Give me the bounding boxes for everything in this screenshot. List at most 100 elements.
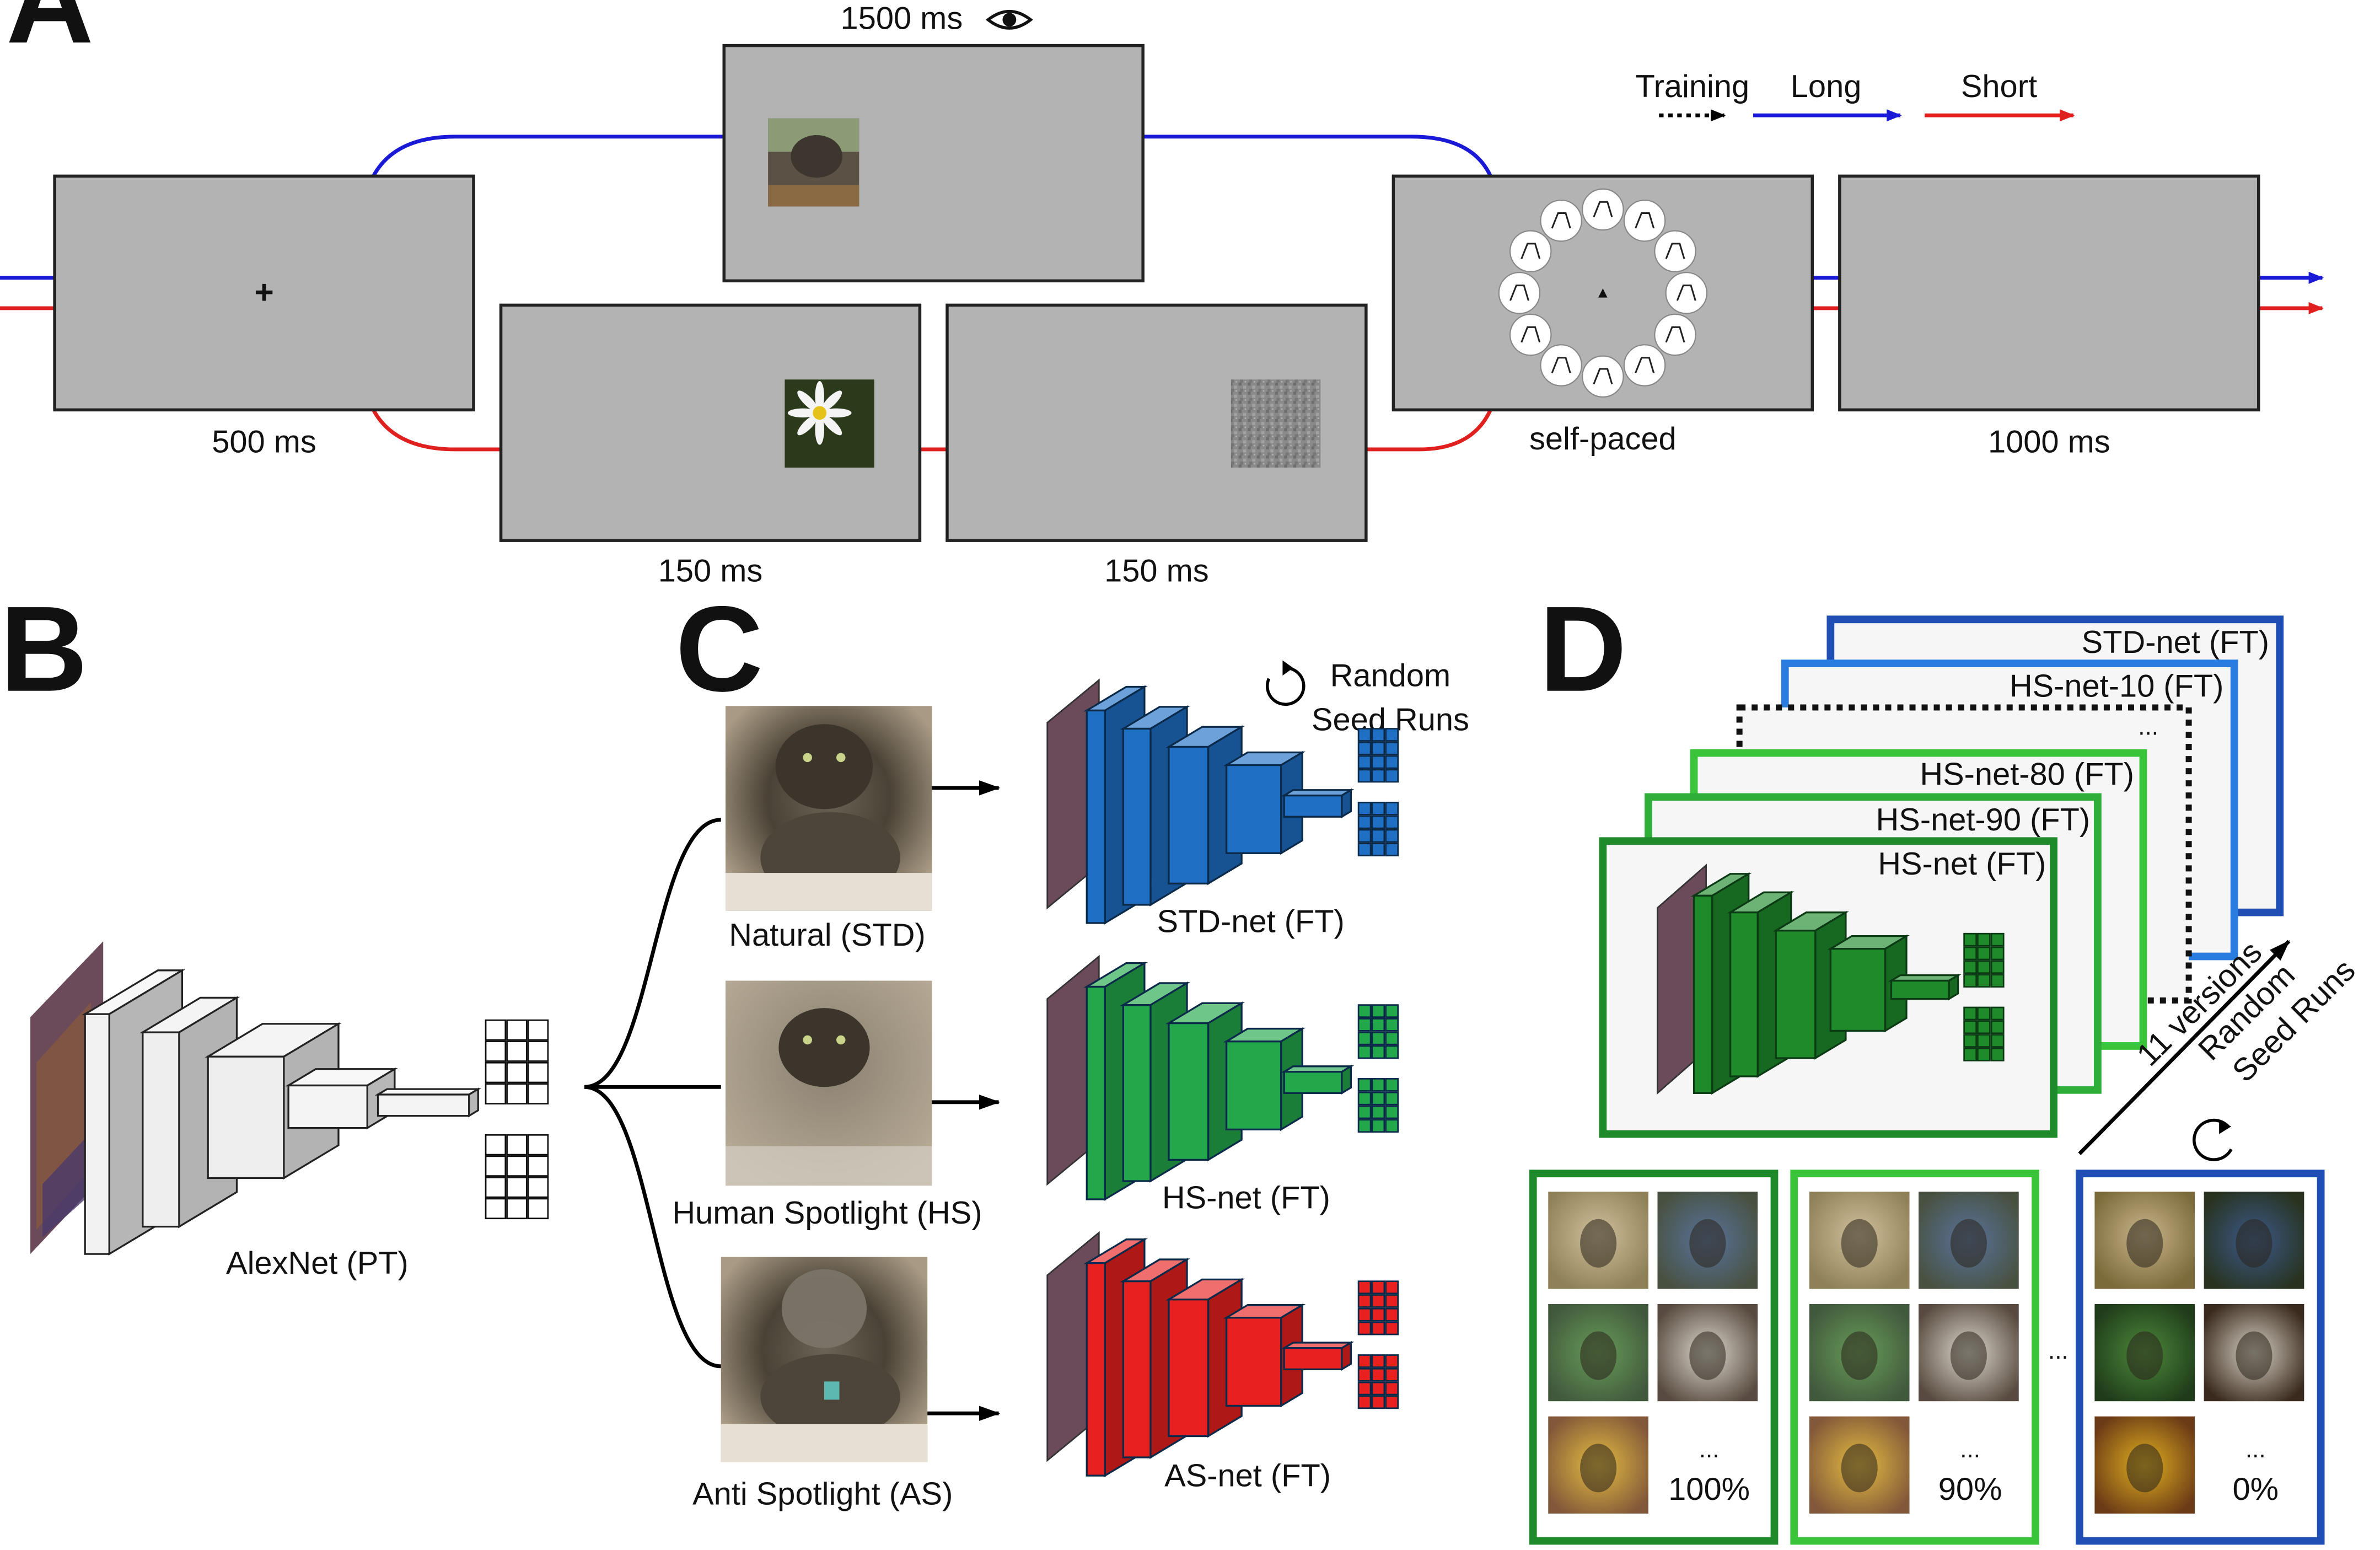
thumbnail-bird-subject-4: [2236, 1331, 2272, 1380]
as-net-output-unit: [1385, 1280, 1399, 1295]
alexnet-output-unit: [527, 1041, 549, 1062]
as-net-layer-5: [1281, 1340, 1355, 1371]
card-std-net-label: STD-net (FT): [2082, 625, 2269, 660]
thumbnail-bird-subject-5: [1580, 1444, 1617, 1493]
std-net-output-unit: [1385, 829, 1399, 843]
response-duration: self-paced: [1529, 421, 1677, 457]
as-net-output-unit: [1357, 1395, 1372, 1409]
std-net-output-unit: [1385, 801, 1399, 816]
std-net-output-unit: [1371, 843, 1385, 857]
ball-icon: [1498, 272, 1541, 314]
alexnet-output-unit: [506, 1041, 528, 1062]
as-net-output-unit: [1385, 1307, 1399, 1322]
std-net-output-unit: [1357, 728, 1372, 742]
std-net-output-unit: [1385, 741, 1399, 755]
legend-long: Long: [1791, 69, 1862, 104]
hs-net-output-unit: [1357, 1045, 1372, 1059]
hs-net-output-unit: [1357, 1119, 1372, 1133]
person-icon: [1509, 230, 1552, 272]
image-natural: [726, 706, 932, 911]
d-net-output-unit: [1963, 1034, 1978, 1048]
std-net-output-unit: [1371, 801, 1385, 816]
long-stimulus-duration: 1500 ms: [841, 1, 963, 36]
cycle-icon-arrowhead: [1282, 660, 1293, 676]
alexnet-output-unit: [485, 1061, 507, 1084]
as-net-output-unit: [1357, 1381, 1372, 1396]
mask-duration: 150 ms: [1104, 553, 1209, 588]
card-hs-net-90-label: HS-net-90 (FT): [1876, 802, 2091, 838]
as-net-output-unit: [1371, 1307, 1385, 1322]
fixation-screen: [53, 174, 475, 412]
group-100-dots: ...: [1699, 1436, 1720, 1463]
thumbnail-bird-subject-1: [1841, 1219, 1878, 1268]
thumbnail-bird-subject-1: [1580, 1219, 1617, 1268]
thumbnail-bird-subject-2: [1950, 1219, 1987, 1268]
hs-net-output-unit: [1385, 1031, 1399, 1045]
alexnet-output-units: [485, 1019, 549, 1220]
hs-net-output-unit: [1385, 1018, 1399, 1032]
as-net-output-unit: [1357, 1294, 1372, 1308]
house-icon: [1582, 355, 1624, 398]
label-anti-spotlight: Anti Spotlight (AS): [692, 1476, 953, 1511]
legend-training: Training: [1635, 69, 1749, 104]
groups-ellipsis: ...: [2048, 1337, 2069, 1364]
std-net-output-unit: [1357, 769, 1372, 783]
thumbnail-bird-subject-3: [1580, 1331, 1617, 1380]
legend-short: Short: [1961, 69, 2037, 104]
alexnet-output-unit: [527, 1134, 549, 1156]
std-net-output-unit: [1371, 829, 1385, 843]
group-0-dots: ...: [2245, 1436, 2266, 1463]
alexnet-layer-5: [374, 1087, 482, 1118]
hs-net-model: [1046, 954, 1399, 1201]
group-90-dots: ...: [1960, 1436, 1980, 1463]
hs-net-output-unit: [1371, 1031, 1385, 1045]
fish-icon: [1654, 230, 1696, 272]
group-90: ... 90%: [1790, 1170, 2039, 1545]
d-net-output-unit: [1963, 1047, 1978, 1061]
blue-line-1: [372, 135, 724, 178]
std-net-output-unit: [1385, 843, 1399, 857]
group-0-percent: 0%: [2232, 1472, 2279, 1507]
red-line-3: [1366, 409, 1492, 452]
hs-net-layer-5: [1281, 1064, 1355, 1095]
label-natural: Natural (STD): [729, 918, 925, 953]
group-90-percent: 90%: [1938, 1472, 2002, 1507]
std-net-output-unit: [1385, 769, 1399, 783]
branch-curve-as: [584, 1085, 721, 1369]
alexnet-output-unit: [506, 1155, 528, 1177]
panel-label-d: D: [1539, 581, 1627, 717]
thumbnail-bird-subject-5: [1841, 1444, 1878, 1493]
cycle-icon-d: [2193, 1118, 2233, 1161]
cat-icon: [1582, 188, 1624, 231]
d-net-output-unit: [1977, 1047, 1991, 1061]
hs-net-output-unit: [1371, 1018, 1385, 1032]
group-0: ... 0%: [2075, 1170, 2325, 1545]
as-net-output-unit: [1371, 1280, 1385, 1295]
alexnet-output-unit: [527, 1198, 549, 1220]
hs-net-output-unit: [1371, 1105, 1385, 1119]
alexnet-output-unit: [485, 1041, 507, 1062]
thumbnail-bird-subject-2: [2236, 1219, 2272, 1268]
std-net-output-unit: [1385, 728, 1399, 742]
d-net-layer-5: [1888, 973, 1962, 1001]
bed-icon: [1540, 344, 1582, 387]
d-net-output-unit: [1963, 1006, 1978, 1021]
std-net-output-unit: [1385, 815, 1399, 829]
thumbnail-bird-subject-2: [1689, 1219, 1726, 1268]
as-net-output-unit: [1357, 1280, 1372, 1295]
label-as-net: AS-net (FT): [1164, 1458, 1331, 1493]
group-100: ... 100%: [1529, 1170, 1779, 1545]
as-net-output-unit: [1357, 1321, 1372, 1336]
alexnet-label: AlexNet (PT): [226, 1246, 409, 1281]
d-net-output-unit: [1990, 932, 2005, 947]
blue-line-2: [1143, 135, 1492, 177]
train-icon: [1623, 344, 1666, 387]
alexnet-output-unit: [527, 1155, 549, 1177]
alexnet-output-unit: [485, 1176, 507, 1198]
daisy-stimulus-image: [785, 379, 874, 468]
as-net-output-unit: [1385, 1294, 1399, 1308]
as-net-output-unit: [1371, 1294, 1385, 1308]
cat-stimulus-image: [768, 118, 859, 207]
hs-net-output-unit: [1385, 1078, 1399, 1092]
